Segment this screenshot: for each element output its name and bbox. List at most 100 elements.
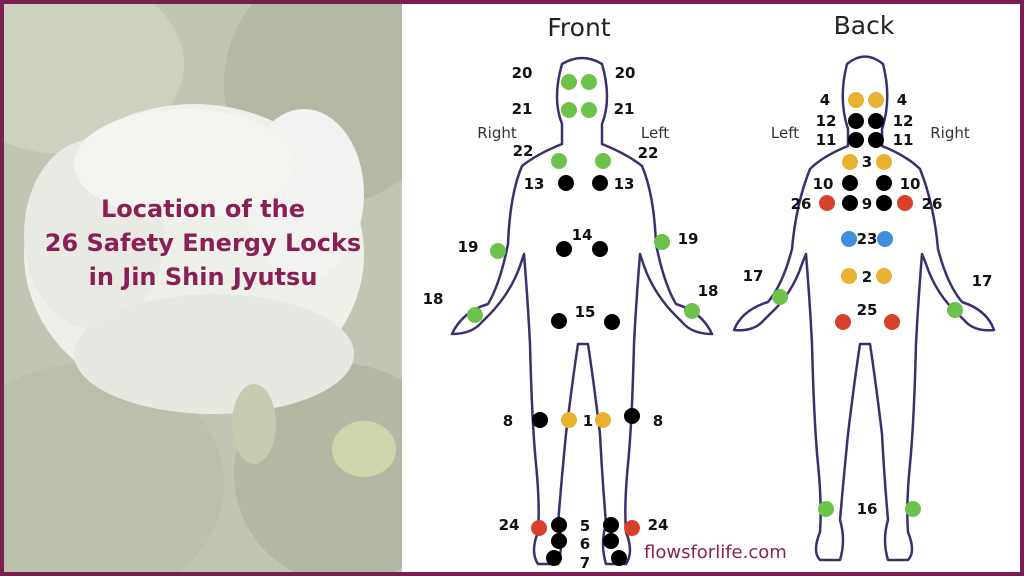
lock-dot xyxy=(877,231,893,247)
lock-number: 19 xyxy=(678,230,699,248)
lock-dot xyxy=(884,314,900,330)
lock-dot xyxy=(532,412,548,428)
lock-dot xyxy=(592,175,608,191)
lock-dot xyxy=(603,533,619,549)
lock-number: 12 xyxy=(893,112,914,130)
lock-dot xyxy=(842,154,858,170)
lock-dot xyxy=(551,313,567,329)
body-diagram: Front Right Left xyxy=(402,4,1020,572)
lock-dot xyxy=(581,74,597,90)
back-figure: Back Left Right xyxy=(732,11,996,562)
lock-number: 22 xyxy=(638,144,659,162)
lock-dot xyxy=(818,501,834,517)
lock-dot xyxy=(947,302,963,318)
lock-dot xyxy=(897,195,913,211)
lock-dot xyxy=(556,241,572,257)
title-line: Location of the xyxy=(101,195,305,223)
body-diagram-svg: Front Right Left xyxy=(423,11,996,572)
lock-number: 22 xyxy=(513,142,534,160)
back-side-label-left: Left xyxy=(771,124,799,142)
lock-number: 17 xyxy=(743,267,764,285)
lock-dot xyxy=(848,92,864,108)
lock-number: 25 xyxy=(857,301,878,319)
lock-number: 26 xyxy=(791,195,812,213)
lock-dot xyxy=(654,234,670,250)
front-figure: Front Right Left xyxy=(423,13,719,572)
lock-number: 21 xyxy=(512,100,533,118)
lock-number: 15 xyxy=(575,303,596,321)
front-side-label-right: Right xyxy=(477,124,517,142)
lock-number: 7 xyxy=(580,554,590,572)
lock-dot xyxy=(905,501,921,517)
lock-number: 21 xyxy=(614,100,635,118)
lock-dot xyxy=(841,231,857,247)
lock-number: 13 xyxy=(524,175,545,193)
lock-number: 1 xyxy=(583,412,593,430)
lock-number: 12 xyxy=(816,112,837,130)
lock-number: 3 xyxy=(862,153,872,171)
lock-number: 24 xyxy=(499,516,520,534)
front-side-label-left: Left xyxy=(641,124,669,142)
lock-dot xyxy=(531,520,547,536)
lock-dot xyxy=(868,113,884,129)
lock-number: 5 xyxy=(580,517,590,535)
lock-number: 19 xyxy=(458,238,479,256)
lock-number: 11 xyxy=(893,131,914,149)
lock-number: 17 xyxy=(972,272,993,290)
diagram-title: Location of the 26 Safety Energy Locks i… xyxy=(4,192,402,294)
lock-dot xyxy=(558,175,574,191)
lock-number: 11 xyxy=(816,131,837,149)
lock-dot xyxy=(772,289,788,305)
lock-dot xyxy=(561,412,577,428)
lock-number: 8 xyxy=(653,412,663,430)
lock-number: 18 xyxy=(698,282,719,300)
lock-dot xyxy=(624,520,640,536)
lock-dot xyxy=(876,154,892,170)
lock-dot xyxy=(490,243,506,259)
lock-number: 4 xyxy=(820,91,830,109)
back-energy-lock-dots xyxy=(772,92,963,517)
lock-dot xyxy=(467,307,483,323)
front-body-outline xyxy=(450,56,714,566)
lock-dot xyxy=(551,533,567,549)
lock-number: 9 xyxy=(862,195,872,213)
lock-number: 26 xyxy=(922,195,943,213)
lock-dot xyxy=(848,132,864,148)
lock-dot xyxy=(876,195,892,211)
lock-dot xyxy=(611,550,627,566)
lock-dot xyxy=(868,92,884,108)
website-credit: flowsforlife.com xyxy=(644,542,787,563)
lock-dot xyxy=(551,153,567,169)
lock-number: 10 xyxy=(813,175,834,193)
lock-number: 16 xyxy=(857,500,878,518)
lock-dot xyxy=(876,268,892,284)
lock-dot xyxy=(561,74,577,90)
lock-dot xyxy=(842,175,858,191)
lock-number: 20 xyxy=(512,64,533,82)
lock-dot xyxy=(551,517,567,533)
lock-dot xyxy=(595,153,611,169)
lock-dot xyxy=(684,303,700,319)
front-lock-numbers: 20 20 21 21 22 22 13 13 14 19 19 18 18 1… xyxy=(423,64,719,572)
lock-number: 6 xyxy=(580,535,590,553)
lock-dot xyxy=(604,314,620,330)
title-line: 26 Safety Energy Locks xyxy=(44,229,362,257)
front-energy-lock-dots xyxy=(467,74,700,566)
back-heading: Back xyxy=(834,11,895,40)
lock-dot xyxy=(868,132,884,148)
lock-dot xyxy=(561,102,577,118)
rose-photo xyxy=(4,4,402,572)
lock-dot xyxy=(819,195,835,211)
lock-number: 10 xyxy=(900,175,921,193)
lock-number: 18 xyxy=(423,290,444,308)
lock-dot xyxy=(592,241,608,257)
lock-dot xyxy=(546,550,562,566)
rose-background-panel: Location of the 26 Safety Energy Locks i… xyxy=(4,4,402,572)
lock-number: 8 xyxy=(503,412,513,430)
lock-dot xyxy=(603,517,619,533)
lock-dot xyxy=(876,175,892,191)
back-side-label-right: Right xyxy=(930,124,970,142)
lock-dot xyxy=(581,102,597,118)
lock-dot xyxy=(835,314,851,330)
